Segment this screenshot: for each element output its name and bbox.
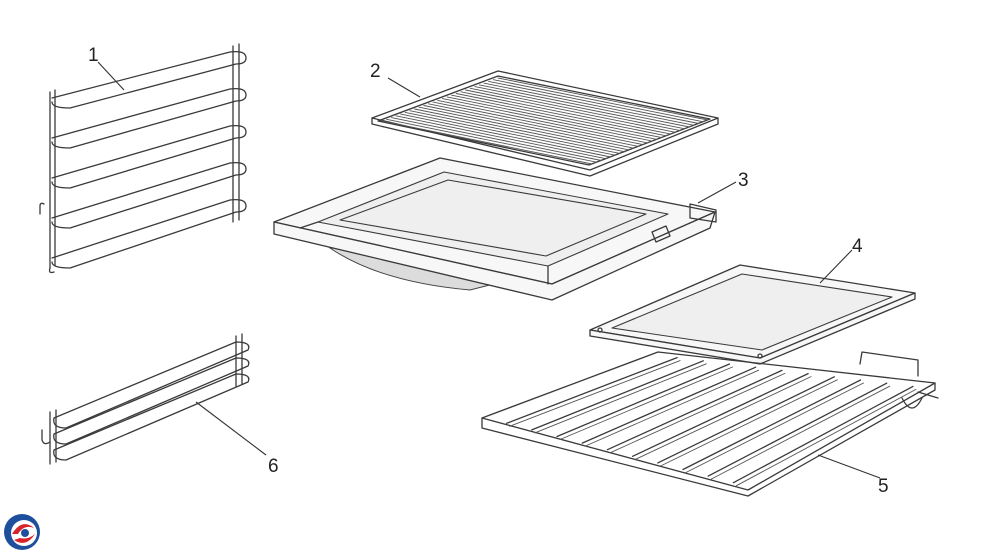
leader-3: [697, 181, 737, 204]
part-5-wire-shelf: [481, 351, 939, 497]
leader-4: [819, 249, 853, 284]
shelf-bar: [735, 388, 917, 487]
shelf-bar: [660, 379, 838, 467]
shelf-bar: [710, 385, 891, 480]
grill-bar: [386, 118, 598, 163]
leader-6: [195, 401, 267, 456]
grill-bar: [409, 110, 621, 154]
leader-5: [817, 454, 881, 479]
shelf-bar: [531, 360, 704, 431]
callout-6: 6: [268, 456, 279, 477]
callout-4: 4: [852, 236, 863, 257]
grill-bar: [497, 77, 709, 121]
shelf-bar: [707, 382, 888, 477]
brand-swirl-logo-icon: [4, 514, 40, 550]
runner-wire: [53, 341, 250, 429]
shelf-bar: [682, 379, 862, 471]
grill-bar: [427, 103, 639, 147]
grill-bar: [465, 89, 676, 133]
runner-wire: [51, 50, 247, 109]
grill-bar: [492, 79, 704, 123]
grill-bar: [455, 93, 667, 137]
shelf-bar: [534, 363, 707, 434]
grill-bar: [451, 94, 663, 139]
callout-5: 5: [878, 476, 889, 497]
shelf-bar: [606, 369, 783, 451]
shelf-bar: [584, 369, 760, 447]
part-1-side-rack: [39, 43, 247, 274]
callout-1: 1: [88, 45, 99, 66]
grill-bar: [432, 101, 644, 146]
grill-bar: [404, 111, 616, 156]
grill-bar: [446, 96, 658, 140]
shelf-bar: [685, 382, 864, 473]
grill-bar: [381, 120, 593, 165]
callout-3: 3: [738, 170, 749, 191]
grill-bar: [469, 87, 681, 132]
runner-wire: [51, 87, 247, 149]
grill-bar: [474, 86, 686, 130]
grill-bar: [423, 105, 635, 149]
grill-bar: [478, 84, 690, 128]
leader-2: [387, 77, 421, 98]
grill-bar: [400, 113, 612, 158]
grill-bar: [441, 98, 653, 142]
runner-wire: [51, 198, 247, 269]
part-6-telescopic-runners: [41, 333, 250, 465]
shelf-bar: [635, 376, 812, 460]
grill-bar: [395, 115, 607, 160]
shelf-bar: [559, 366, 733, 440]
shelf-bar: [556, 363, 731, 438]
shelf-bar: [657, 376, 835, 464]
runner-wire: [53, 373, 250, 461]
runner-wire: [53, 357, 250, 445]
grill-bar: [483, 82, 695, 126]
grill-bar: [414, 108, 625, 153]
grill-bar: [488, 80, 700, 124]
part-4-baking-tray: [589, 264, 916, 365]
grill-bar: [390, 117, 602, 161]
callout-2: 2: [370, 61, 381, 82]
shelf-bar: [505, 356, 678, 424]
grill-bar: [418, 106, 630, 151]
shelf-bar: [631, 372, 809, 457]
part-3-roasting-tray: [273, 157, 717, 301]
part-2-wire-grill: [371, 70, 719, 177]
runner-wire: [51, 161, 247, 229]
runner-wire: [51, 124, 247, 189]
shelf-bar: [609, 372, 786, 454]
grill-bar: [460, 91, 672, 135]
shelf-bar: [509, 360, 681, 427]
shelf-bar: [732, 385, 914, 484]
grill-bar: [437, 99, 649, 144]
shelf-bar: [581, 366, 757, 444]
leader-1: [97, 61, 125, 91]
